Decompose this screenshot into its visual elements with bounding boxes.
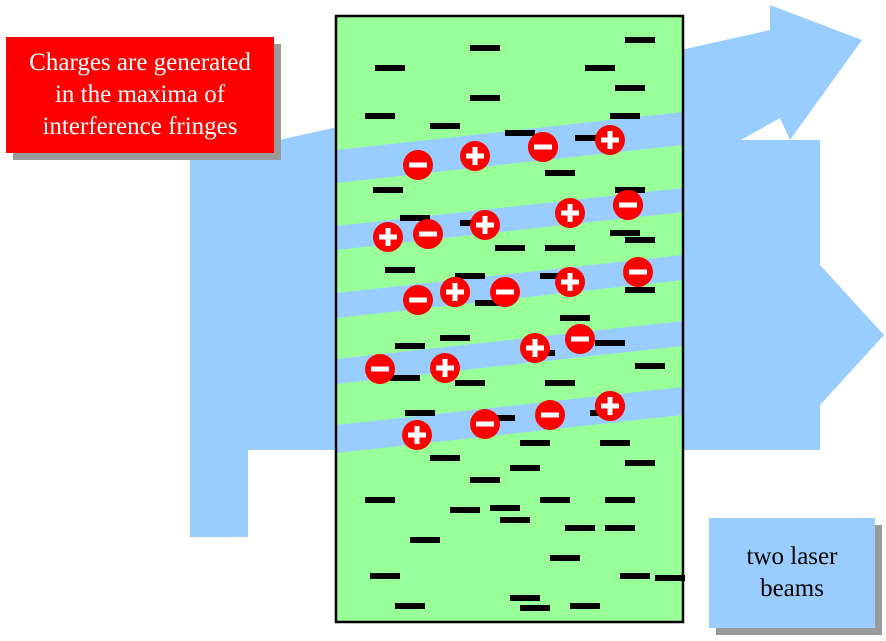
electron-dash <box>570 603 600 609</box>
electron-dash <box>550 555 580 561</box>
electron-dash <box>475 300 505 306</box>
negative-charge <box>490 277 520 307</box>
positive-charge <box>402 420 432 450</box>
charges-callout-line: interference fringes <box>42 113 238 140</box>
electron-dash <box>500 517 530 523</box>
electron-dash <box>470 95 500 101</box>
negative-charge <box>403 285 433 315</box>
crystal <box>336 16 683 622</box>
electron-dash <box>615 85 645 91</box>
charges-callout-line: in the maxima of <box>54 81 226 108</box>
electron-dash <box>595 340 625 346</box>
electron-dash <box>625 460 655 466</box>
electron-dash <box>455 380 485 386</box>
electron-dash <box>545 245 575 251</box>
electrons <box>365 37 685 611</box>
negative-charge <box>565 324 595 354</box>
electron-dash <box>615 187 645 193</box>
electron-dash <box>440 335 470 341</box>
electron-dash <box>450 507 480 513</box>
electron-dash <box>430 123 460 129</box>
negative-charge <box>528 132 558 162</box>
electron-dash <box>620 573 650 579</box>
electron-dash <box>520 440 550 446</box>
electron-dash <box>385 267 415 273</box>
positive-charge <box>520 333 550 363</box>
electron-dash <box>540 273 570 279</box>
electron-dash <box>600 440 630 446</box>
positive-charge <box>440 277 470 307</box>
negative-charge <box>535 400 565 430</box>
electron-dash <box>575 135 605 141</box>
electron-dash <box>395 603 425 609</box>
electron-dash <box>605 525 635 531</box>
positive-charge <box>555 267 585 297</box>
electron-dash <box>625 287 655 293</box>
electron-dash <box>370 573 400 579</box>
negative-charge <box>365 354 395 384</box>
electron-dash <box>635 363 665 369</box>
electron-dash <box>485 415 515 421</box>
negative-charge <box>623 257 653 287</box>
electron-dash <box>470 477 500 483</box>
electron-dash <box>400 215 430 221</box>
electron-dash <box>495 245 525 251</box>
generated-charges <box>365 125 653 450</box>
electron-dash <box>405 410 435 416</box>
electron-dash <box>520 605 550 611</box>
positive-charge <box>430 353 460 383</box>
electron-dash <box>375 65 405 71</box>
electron-dash <box>510 595 540 601</box>
electron-dash <box>610 113 640 119</box>
electron-dash <box>390 375 420 381</box>
positive-charge <box>470 210 500 240</box>
electron-dash <box>625 237 655 243</box>
electron-dash <box>373 187 403 193</box>
electron-dash <box>490 505 520 511</box>
charges-callout: Charges are generated in the maxima of i… <box>6 37 274 153</box>
negative-charge <box>470 409 500 439</box>
positive-charge <box>595 391 625 421</box>
positive-charge <box>373 222 403 252</box>
electron-dash <box>505 130 535 136</box>
beams-callout: two laser beams <box>709 518 875 628</box>
electron-dash <box>585 65 615 71</box>
electron-dash <box>510 465 540 471</box>
electron-dash <box>545 380 575 386</box>
fringe-band <box>336 321 683 384</box>
electron-dash <box>560 315 590 321</box>
electron-dash <box>605 497 635 503</box>
negative-charge <box>403 150 433 180</box>
positive-charge <box>460 141 490 171</box>
electron-dash <box>430 455 460 461</box>
electron-dash <box>540 497 570 503</box>
electron-dash <box>365 497 395 503</box>
positive-charge <box>555 198 585 228</box>
electron-dash <box>655 575 685 581</box>
crystal-outline <box>334 14 685 624</box>
electron-dash <box>625 37 655 43</box>
charges-callout-line: Charges are generated <box>29 49 251 76</box>
electron-dash <box>365 113 395 119</box>
electron-dash <box>610 230 640 236</box>
electron-dash <box>410 537 440 543</box>
beams-callout-line: two laser <box>746 543 838 570</box>
electron-dash <box>455 273 485 279</box>
negative-charge <box>613 190 643 220</box>
beams-callout-line: beams <box>760 575 824 602</box>
electron-dash <box>565 525 595 531</box>
electron-dash <box>395 343 425 349</box>
electron-dash <box>545 170 575 176</box>
negative-charge <box>413 219 443 249</box>
positive-charge <box>595 125 625 155</box>
electron-dash <box>470 45 500 51</box>
